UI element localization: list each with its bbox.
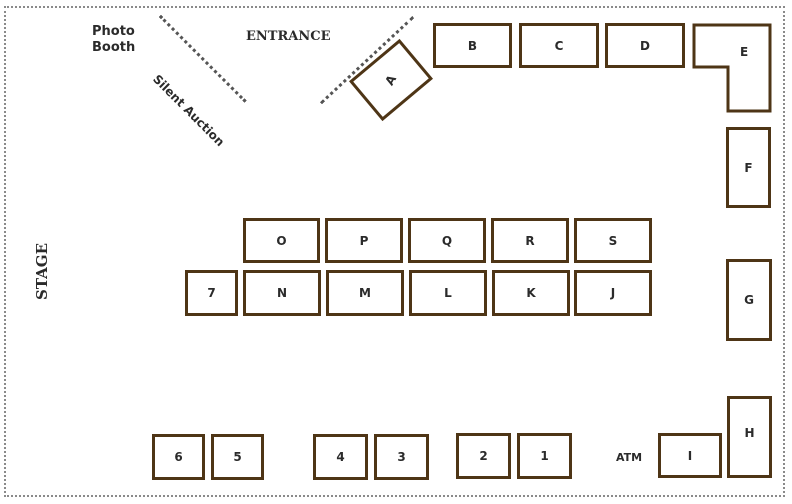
booth-4-label: 4 xyxy=(336,450,345,464)
booth-1[interactable]: 1 xyxy=(517,433,572,479)
booth-f-label: F xyxy=(744,160,753,175)
booth-b-label: B xyxy=(467,38,478,53)
booth-g[interactable]: G xyxy=(726,259,772,341)
booth-d-label: D xyxy=(640,38,650,53)
booth-l-label: L xyxy=(444,286,452,300)
booth-b[interactable]: B xyxy=(433,23,512,68)
booth-5[interactable]: 5 xyxy=(211,434,264,480)
booth-i[interactable]: I xyxy=(658,433,722,478)
booth-7[interactable]: 7 xyxy=(185,270,238,316)
booth-s[interactable]: S xyxy=(574,218,652,263)
booth-j-label: J xyxy=(610,286,616,300)
booth-7-label: 7 xyxy=(207,286,216,300)
booth-p-label: P xyxy=(359,233,369,248)
booth-r-label: R xyxy=(525,233,535,248)
booth-k[interactable]: K xyxy=(492,270,570,316)
booth-c[interactable]: C xyxy=(519,23,599,68)
booth-i-label: I xyxy=(687,448,693,463)
booth-5-label: 5 xyxy=(233,450,242,464)
booth-e-label: E xyxy=(740,45,749,59)
booth-1-label: 1 xyxy=(540,449,549,463)
booth-2-label: 2 xyxy=(479,449,488,463)
booth-q[interactable]: Q xyxy=(408,218,486,263)
booth-f[interactable]: F xyxy=(726,127,771,208)
booth-l[interactable]: L xyxy=(409,270,487,316)
booth-6[interactable]: 6 xyxy=(152,434,205,480)
booth-p[interactable]: P xyxy=(325,218,403,263)
booth-q-label: Q xyxy=(441,233,453,248)
entrance-label: ENTRANCE xyxy=(246,29,331,44)
booth-k-label: K xyxy=(526,286,536,300)
photo-booth-label: Photo Booth xyxy=(92,24,135,56)
booth-g-label: G xyxy=(744,293,754,307)
booth-h-label: H xyxy=(744,426,755,440)
booth-r[interactable]: R xyxy=(491,218,569,263)
booth-o-label: O xyxy=(276,233,287,248)
booth-n-label: N xyxy=(276,286,288,300)
booth-o[interactable]: O xyxy=(243,218,320,263)
booth-m-label: M xyxy=(359,286,371,300)
photo-booth-line2: Booth xyxy=(92,40,136,55)
booth-d[interactable]: D xyxy=(605,23,685,68)
booth-6-label: 6 xyxy=(174,450,183,464)
booth-s-label: S xyxy=(608,233,618,248)
venue-boundary xyxy=(4,6,785,497)
booth-n[interactable]: N xyxy=(243,270,321,316)
booth-4[interactable]: 4 xyxy=(313,434,368,480)
booth-c-label: C xyxy=(554,38,564,53)
booth-e-outline[interactable] xyxy=(692,23,772,113)
booth-3-label: 3 xyxy=(397,450,406,464)
booth-3[interactable]: 3 xyxy=(374,434,429,480)
photo-booth-line1: Photo xyxy=(92,24,135,39)
booth-h[interactable]: H xyxy=(727,396,772,478)
booth-j[interactable]: J xyxy=(574,270,652,316)
atm-label: ATM xyxy=(616,451,643,464)
booth-2[interactable]: 2 xyxy=(456,433,511,479)
booth-m[interactable]: M xyxy=(326,270,404,316)
